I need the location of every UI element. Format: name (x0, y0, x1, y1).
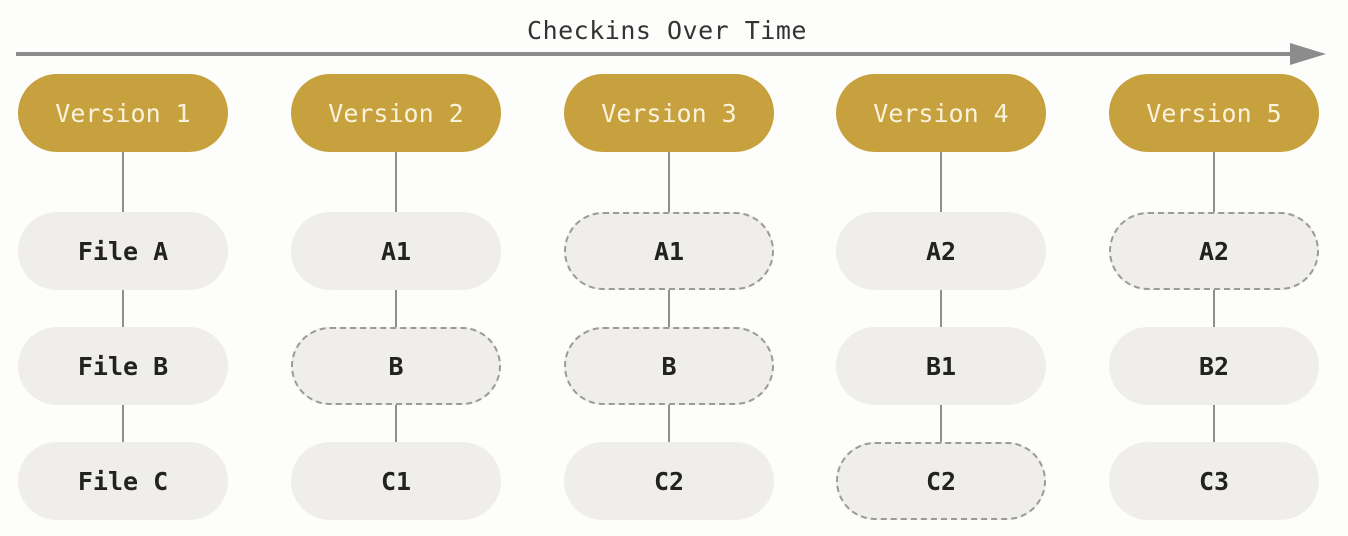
version-column-4: Version 4 A2 B1 C2 (836, 74, 1046, 522)
file-node: B2 (1109, 327, 1319, 405)
version-column-3: Version 3 A1 B C2 (564, 74, 774, 522)
connector (1213, 405, 1215, 442)
file-node: C2 (564, 442, 774, 520)
version-node: Version 1 (18, 74, 228, 152)
version-node: Version 5 (1109, 74, 1319, 152)
version-node: Version 3 (564, 74, 774, 152)
file-node-unchanged: A1 (564, 212, 774, 290)
file-node: A2 (836, 212, 1046, 290)
file-node: C3 (1109, 442, 1319, 520)
connector (668, 290, 670, 327)
connector (668, 405, 670, 442)
connector (940, 405, 942, 442)
timeline-arrow-line (16, 52, 1298, 56)
connector (1213, 290, 1215, 327)
connector (940, 152, 942, 212)
version-column-1: Version 1 File A File B File C (18, 74, 228, 522)
connector (395, 405, 397, 442)
file-node: File A (18, 212, 228, 290)
connector (668, 152, 670, 212)
timeline-arrow-head (1290, 43, 1326, 65)
file-node-unchanged: A2 (1109, 212, 1319, 290)
connector (122, 290, 124, 327)
file-node: C1 (291, 442, 501, 520)
version-column-2: Version 2 A1 B C1 (291, 74, 501, 522)
file-node: B1 (836, 327, 1046, 405)
file-node-unchanged: B (291, 327, 501, 405)
connector (122, 152, 124, 212)
connector (395, 152, 397, 212)
version-column-5: Version 5 A2 B2 C3 (1109, 74, 1319, 522)
connector (940, 290, 942, 327)
connector (1213, 152, 1215, 212)
file-node: File C (18, 442, 228, 520)
connector (122, 405, 124, 442)
file-node: File B (18, 327, 228, 405)
version-node: Version 4 (836, 74, 1046, 152)
file-node: A1 (291, 212, 501, 290)
version-node: Version 2 (291, 74, 501, 152)
diagram-title: Checkins Over Time (527, 16, 807, 45)
file-node-unchanged: C2 (836, 442, 1046, 520)
connector (395, 290, 397, 327)
file-node-unchanged: B (564, 327, 774, 405)
